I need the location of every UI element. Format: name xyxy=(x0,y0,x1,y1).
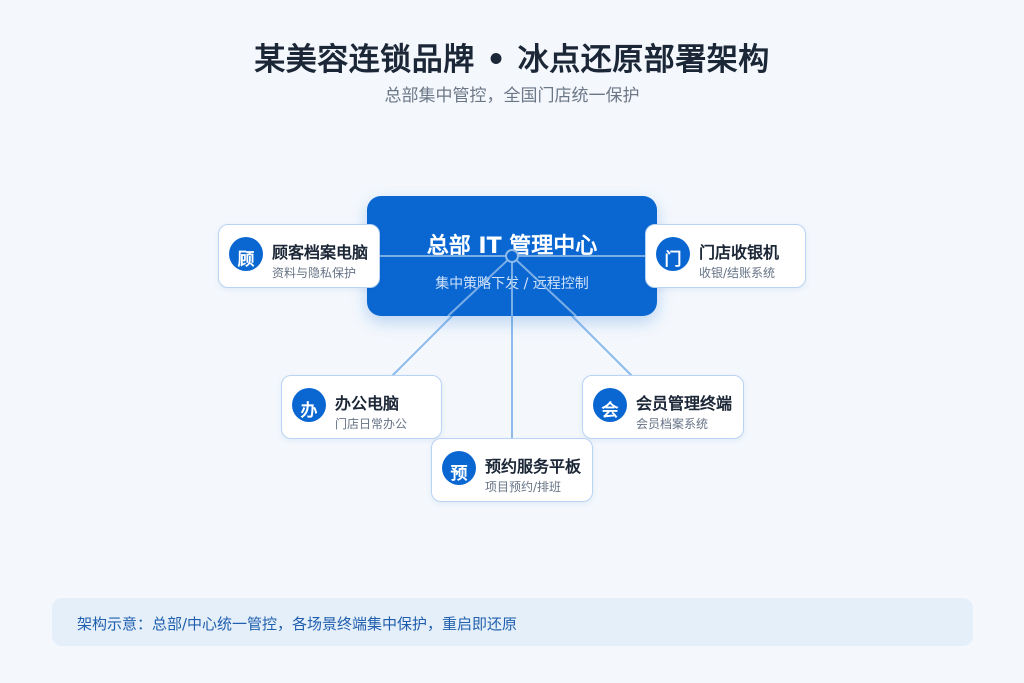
office-icon: 办 xyxy=(292,388,326,422)
node-desc: 资料与隐私保护 xyxy=(272,266,357,280)
node-desc: 门店日常办公 xyxy=(335,417,408,431)
node-name: 办公电脑 xyxy=(335,394,400,413)
node-name: 门店收银机 xyxy=(699,243,780,262)
node-member-terminal: 会 会员管理终端 会员档案系统 xyxy=(582,375,744,439)
footer-note: 架构示意：总部/中心统一管控，各场景终端集中保护，重启即还原 xyxy=(77,615,518,633)
node-name: 会员管理终端 xyxy=(636,394,733,413)
node-office-pc: 办 办公电脑 门店日常办公 xyxy=(281,375,442,439)
page-subtitle: 总部集中管控，全国门店统一保护 xyxy=(384,86,640,106)
node-desc: 收银/结账系统 xyxy=(699,266,776,280)
member-icon: 会 xyxy=(593,388,627,422)
node-customer-pc: 顾 顾客档案电脑 资料与隐私保护 xyxy=(218,224,380,288)
node-cashier: 门 门店收银机 收银/结账系统 xyxy=(645,224,806,288)
node-desc: 会员档案系统 xyxy=(636,417,709,431)
booking-icon: 预 xyxy=(442,451,476,485)
node-desc: 项目预约/排班 xyxy=(485,480,562,494)
footer-note-box: 架构示意：总部/中心统一管控，各场景终端集中保护，重启即还原 xyxy=(52,598,973,646)
node-booking-tablet: 预 预约服务平板 项目预约/排班 xyxy=(431,438,593,502)
hub-center-dot xyxy=(505,249,519,263)
page-title: 某美容连锁品牌 • 冰点还原部署架构 xyxy=(254,42,770,78)
node-name: 预约服务平板 xyxy=(485,457,582,476)
store-icon: 门 xyxy=(656,237,690,271)
customer-icon: 顾 xyxy=(229,237,263,271)
node-name: 顾客档案电脑 xyxy=(272,243,369,262)
